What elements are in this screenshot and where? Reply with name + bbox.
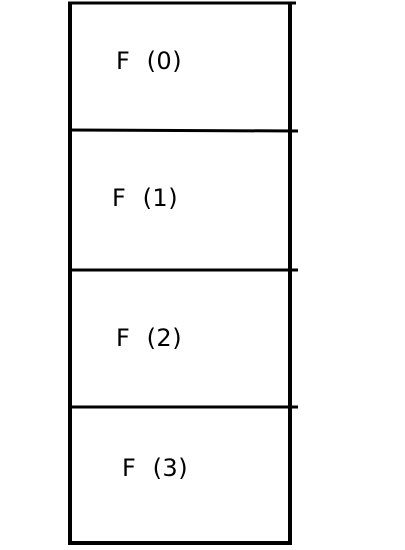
frame-label-2: F (2) bbox=[116, 324, 183, 352]
frame-label-0: F (0) bbox=[116, 47, 183, 75]
divider-0-1 bbox=[67, 128, 299, 133]
frame-label-3: F (3) bbox=[122, 454, 189, 482]
frame-label-1: F (1) bbox=[112, 184, 179, 212]
